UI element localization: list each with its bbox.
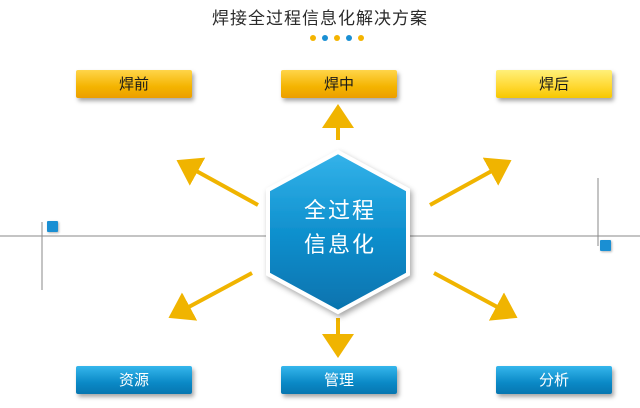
box-bottom-left: 资源 [76,366,192,394]
arrow-to-bottom-right [433,271,518,321]
box-bottom-right: 分析 [496,366,612,394]
box-top-right: 焊后 [496,70,612,98]
right-marker-square [600,240,611,251]
dot-yellow-1 [310,35,316,41]
center-label-line1: 全过程 [303,199,376,224]
box-bottom-middle: 管理 [281,366,397,394]
box-top-left: 焊前 [76,70,192,98]
center-hexagon [266,149,410,315]
center-hexagon-label: 全过程 信息化 [272,195,408,263]
arrow-to-bottom-left [168,271,253,321]
arrow-to-top-left [176,157,259,207]
left-marker-square [47,221,58,232]
box-top-middle: 焊中 [281,70,397,98]
dot-yellow-2 [334,35,340,41]
page-title: 焊接全过程信息化解决方案 [212,9,428,29]
arrow-to-top-right [429,157,512,207]
dot-blue-1 [322,35,328,41]
center-label-line2: 信息化 [303,233,376,258]
dot-yellow-3 [358,35,364,41]
dot-blue-2 [346,35,352,41]
